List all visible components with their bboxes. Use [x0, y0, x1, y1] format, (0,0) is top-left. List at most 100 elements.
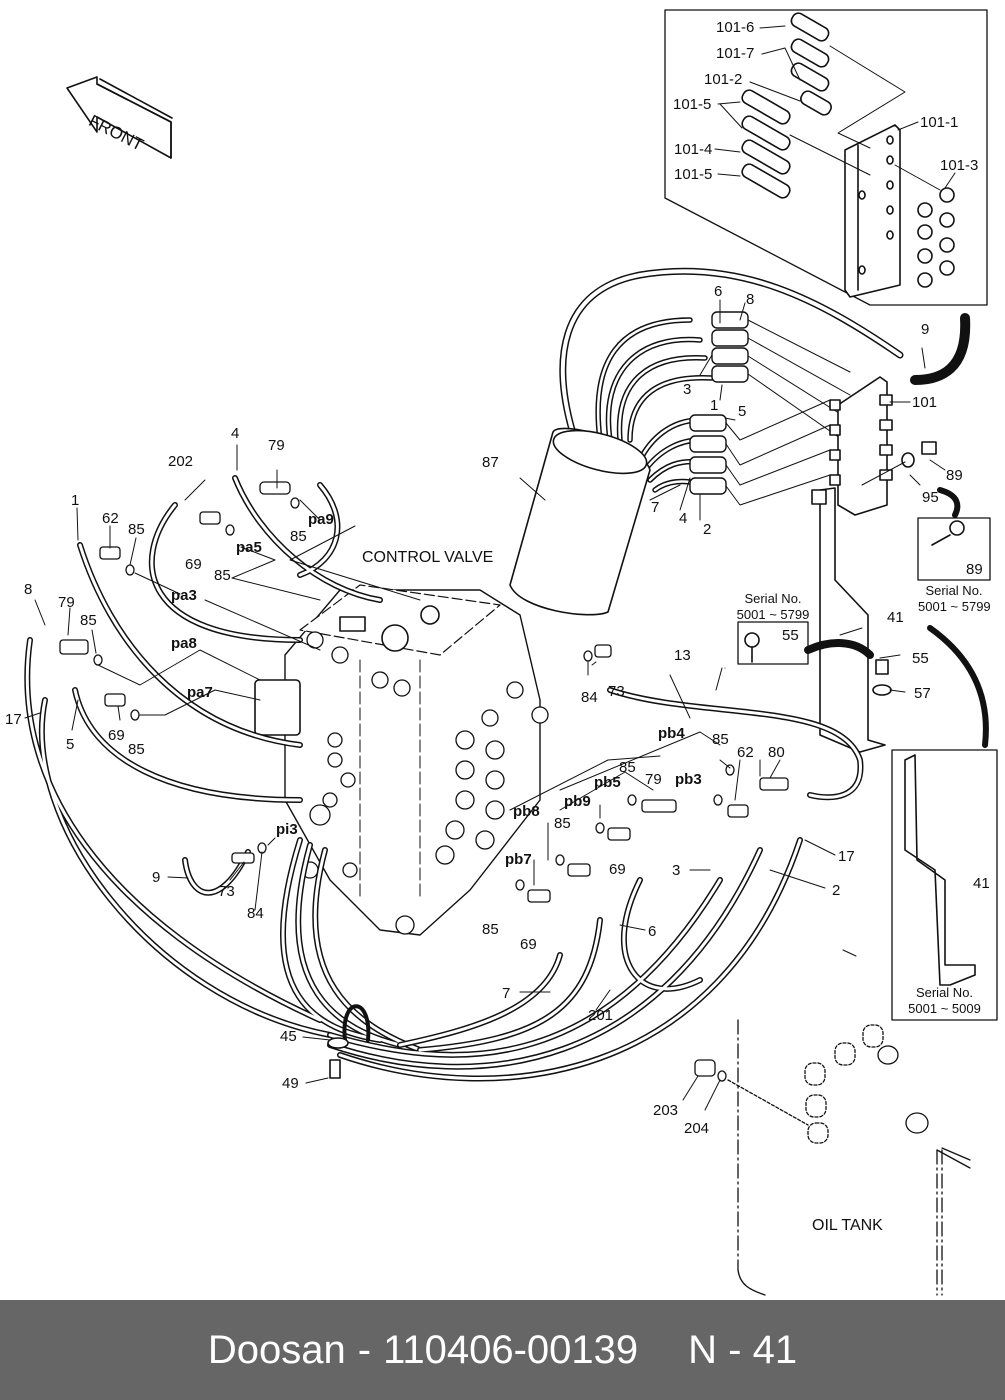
part-label: 85: [482, 921, 499, 938]
part-label: 69: [520, 936, 537, 953]
part-label: 1: [71, 492, 80, 509]
serial-range: 5001 ~ 5009: [908, 1000, 981, 1016]
part-label-101-5: 101-5: [673, 96, 712, 113]
inset-41-part-label: 41: [973, 875, 990, 892]
port-label: pa3: [171, 587, 197, 604]
port-label: pa5: [236, 539, 262, 556]
part-label: 6: [714, 283, 723, 300]
part-label-101-2: 101-2: [704, 71, 743, 88]
part-label-101-3: 101-3: [940, 157, 979, 174]
port-label: pa9: [308, 511, 334, 528]
part-label: 201: [588, 1007, 614, 1024]
part-label: 41: [887, 609, 904, 626]
part-label: 4: [679, 510, 688, 527]
part-label: 203: [653, 1102, 679, 1119]
part-label: 95: [922, 489, 939, 506]
part-label: 7: [502, 985, 511, 1002]
port-label: pi3: [276, 821, 298, 838]
footer-brand: Doosan: [207, 1327, 346, 1372]
part-label: 3: [672, 862, 681, 879]
part-label: 85: [554, 815, 571, 832]
port-label: pa7: [187, 684, 213, 701]
serial-title: Serial No.: [925, 583, 983, 598]
inset-55-box: [737, 621, 809, 665]
part-label-101-7: 101-7: [716, 45, 755, 62]
serial-title: Serial No.: [744, 591, 802, 606]
part-label: 55: [912, 650, 929, 667]
inset-89-box: [917, 517, 991, 581]
part-label: 85: [290, 528, 307, 545]
part-label: 17: [838, 848, 855, 865]
part-label: 7: [651, 499, 660, 516]
footer-part-number: 110406-00139: [383, 1327, 639, 1372]
hose-bundle: [509, 311, 851, 616]
part-label: 69: [609, 861, 626, 878]
part-label: 49: [282, 1075, 299, 1092]
oil-tank-label: OIL TANK: [812, 1217, 883, 1234]
part-label-101-4: 101-4: [674, 141, 713, 158]
port-label: pa8: [171, 635, 197, 652]
inset-89-serial: Serial No. 5001 ~ 5799: [918, 583, 991, 614]
port-label: pb5: [594, 774, 621, 791]
port-label: pb4: [658, 725, 685, 742]
serial-range: 5001 ~ 5799: [736, 606, 810, 622]
parts-diagram: FRONT 101-6 101-7 101-2 101-5 101-4 101-…: [5, 9, 998, 1296]
part-label: 79: [268, 437, 285, 454]
part-label: 1: [710, 397, 719, 414]
part-label: 85: [128, 521, 145, 538]
part-label: 3: [683, 381, 692, 398]
part-label: 84: [581, 689, 598, 706]
part-label: 85: [214, 567, 231, 584]
part-label: 45: [280, 1028, 297, 1045]
part-label: 8: [746, 291, 755, 308]
part-label-101-1: 101-1: [920, 114, 959, 131]
inset-41-serial: Serial No. 5001 ~ 5009: [892, 985, 997, 1016]
bracket-101: [811, 376, 937, 753]
oil-tank-outline: [727, 1019, 971, 1296]
port-label: pb8: [513, 803, 540, 820]
part-label: 85: [80, 612, 97, 629]
part-label: 2: [832, 882, 841, 899]
inset-41-box: [891, 749, 998, 1021]
part-label: 62: [737, 744, 754, 761]
part-label: 62: [102, 510, 119, 527]
part-label: 8: [24, 581, 33, 598]
part-label: 13: [674, 647, 691, 664]
inset-89-part-label: 89: [966, 561, 983, 578]
port-label: pb3: [675, 771, 702, 788]
part-label: 89: [946, 467, 963, 484]
part-label: 85: [712, 731, 729, 748]
part-label: 85: [128, 741, 145, 758]
part-label: 85: [619, 759, 636, 776]
footer-bar: Doosan - 110406-00139 N - 41: [0, 1300, 1005, 1400]
part-label: 84: [247, 905, 264, 922]
part-label: 69: [185, 556, 202, 573]
diagram-drawing: [24, 9, 998, 1296]
part-label: 101: [912, 394, 938, 411]
inset-55-part-label: 55: [782, 627, 799, 644]
port-label: pb7: [505, 851, 532, 868]
serial-range: 5001 ~ 5799: [918, 598, 991, 614]
footer-page-ref: N - 41: [688, 1327, 798, 1372]
port-label: pb9: [564, 793, 591, 810]
part-label: 73: [218, 883, 235, 900]
serial-title: Serial No.: [915, 985, 974, 1000]
part-label: 5: [738, 403, 747, 420]
inset-55-serial: Serial No. 5001 ~ 5799: [730, 591, 816, 622]
part-label-101-5b: 101-5: [674, 166, 713, 183]
part-label: 17: [5, 711, 22, 728]
part-label: 9: [152, 869, 161, 886]
part-label: 202: [168, 453, 194, 470]
control-valve: [254, 584, 549, 936]
part-label: 79: [645, 771, 662, 788]
part-label: 69: [108, 727, 125, 744]
footer-separator: -: [357, 1327, 372, 1372]
part-label: 80: [768, 744, 785, 761]
part-label: 5: [66, 736, 75, 753]
part-label: 6: [648, 923, 657, 940]
inset-fittings-box: [664, 9, 988, 306]
part-label: 73: [608, 683, 625, 700]
control-valve-label: CONTROL VALVE: [362, 549, 494, 566]
part-label: 79: [58, 594, 75, 611]
part-label: 57: [914, 685, 931, 702]
